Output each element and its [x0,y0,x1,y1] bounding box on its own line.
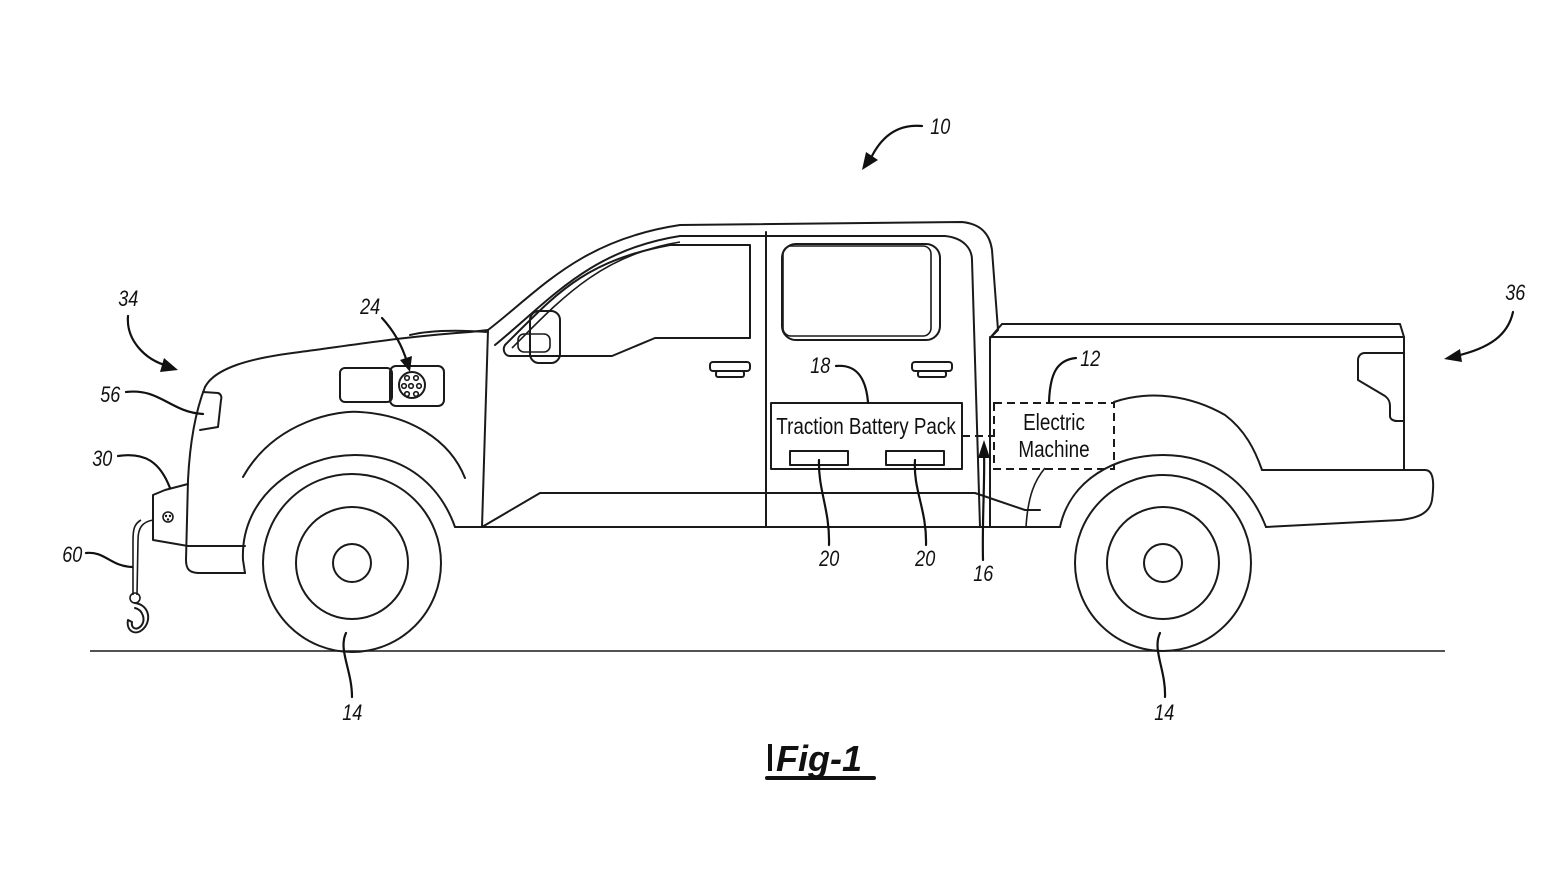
leader-10 [868,124,924,162]
ref-14-front: 14 [342,701,362,725]
rear-tire-outer [1074,474,1252,652]
bumper-outlet-icon [162,511,174,523]
tail-lamp [1357,352,1405,422]
hood-crease [409,329,489,336]
rear-fender-line [1113,394,1263,471]
charge-port-icon [398,371,426,399]
fender-badge [339,367,393,403]
front-bumper [152,483,246,547]
arrowhead-34 [160,358,178,372]
a-pillar-front [481,329,489,528]
traction-battery-pack-label: Traction Battery Pack [776,414,956,439]
ref-56: 56 [100,383,121,407]
rocker-panel [481,492,1041,528]
ref-14-rear: 14 [1154,701,1174,725]
front-door-handle [709,361,751,378]
ref-60: 60 [62,543,83,567]
rear-rim [1106,506,1220,620]
front-rim [295,506,409,620]
rear-bumper [1261,469,1435,528]
ref-30: 30 [92,447,113,471]
rear-wheel-arch [1059,454,1267,528]
leader-18 [834,364,870,404]
charge-port-door [389,365,445,407]
arrowhead-16 [978,440,990,458]
arrowhead-10 [862,152,878,170]
ref-18: 18 [810,354,831,378]
side-mirror [529,310,561,364]
ref-12: 12 [1080,347,1100,371]
rear-door-handle [911,361,953,378]
charge-port-pins [400,374,423,398]
arrowhead-36 [1444,349,1462,362]
front-tire-outer [262,473,442,653]
tow-strap [132,519,154,596]
headlamp [199,391,223,431]
rear-hub [1143,543,1183,583]
figure-caption: Fig-1 [776,738,862,779]
leader-34 [126,314,170,368]
roof-inner-line [494,235,981,528]
figure-caption-bar [768,744,772,771]
electric-machine-label-line2: Machine [1018,437,1089,462]
ref-20-left: 20 [818,547,840,571]
front-fender-line [242,410,466,479]
leader-14-rear [1156,631,1167,699]
leader-20-right [913,458,928,547]
traction-battery-pack-box: Traction Battery Pack [770,402,963,470]
rear-wheel [1074,474,1252,652]
cab-outline [487,221,999,528]
ref-24: 24 [359,295,380,319]
ref-34: 34 [118,287,138,311]
leader-14-front [342,631,354,699]
rear-window-glass [782,245,932,337]
front-wheel [262,473,442,653]
front-window-trim [511,241,681,349]
hood-outline [204,329,489,388]
arrowhead-24 [400,356,412,372]
leader-12 [1047,356,1078,404]
leader-56 [124,390,205,416]
electric-machine-box: Electric Machine [993,402,1115,470]
leader-16 [981,450,986,562]
pickup-truck [126,221,1435,653]
tow-hook-eye [129,592,141,604]
tow-hook-icon [126,602,150,634]
ref-10: 10 [930,115,951,139]
front-wheel-arch [241,454,489,574]
front-hub [332,543,372,583]
figure-caption-underline [765,776,876,780]
ref-16: 16 [973,562,994,586]
bed-lower-arc [1025,467,1046,528]
leader-24 [380,316,409,364]
leader-20-left [817,458,831,547]
mirror-housing [517,333,551,353]
leader-60 [84,551,134,569]
ref-20-right: 20 [914,547,936,571]
leader-30 [116,454,172,490]
leader-36 [1454,310,1515,358]
rear-door-window [781,243,941,341]
electric-machine-label-line1: Electric [1023,410,1085,435]
front-door-window [502,244,751,357]
front-fascia [185,386,246,574]
bed-top-rail [989,323,1405,339]
ref-36: 36 [1505,281,1526,305]
